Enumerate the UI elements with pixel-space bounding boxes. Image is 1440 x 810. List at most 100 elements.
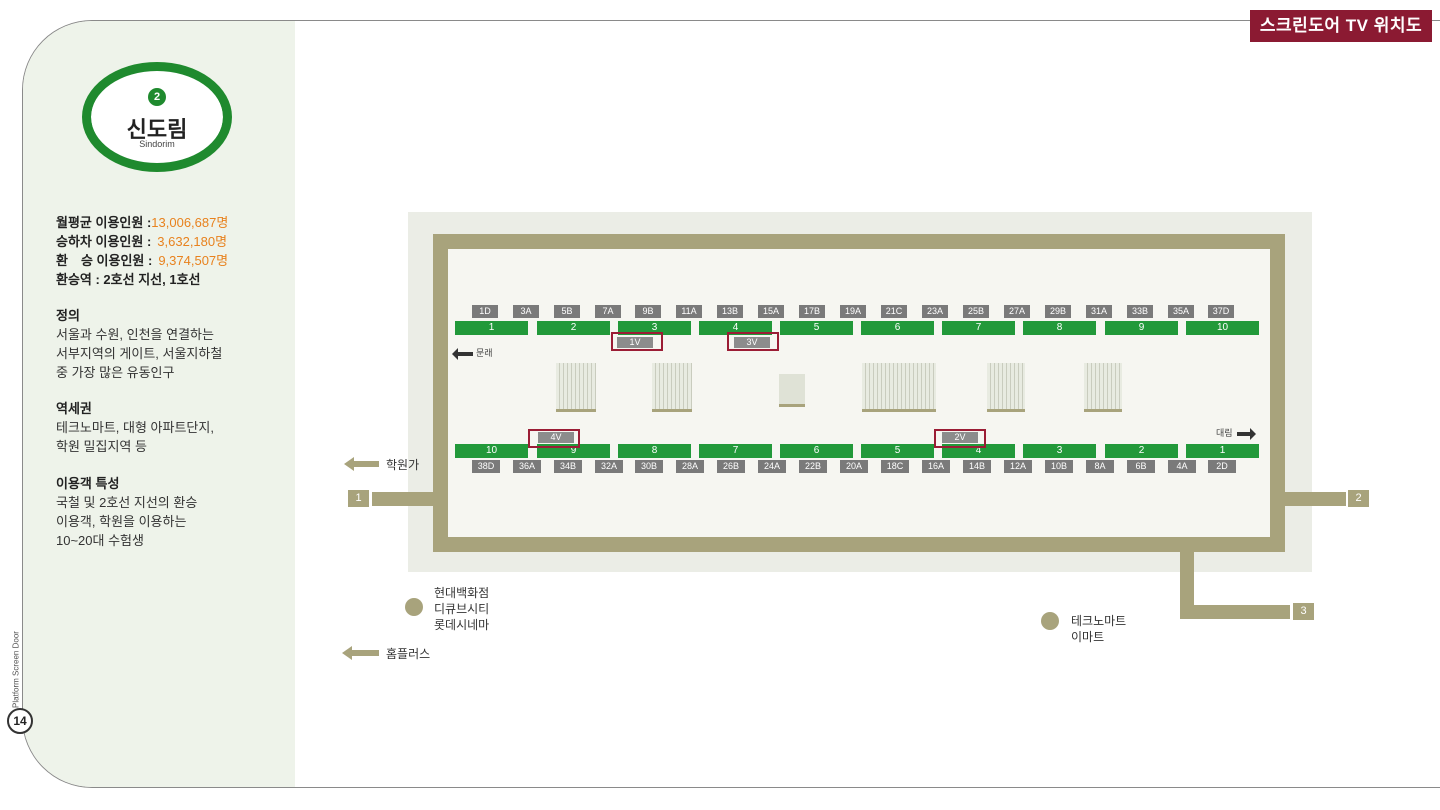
- door-label: 32A: [595, 460, 623, 473]
- corridor-exit-1: [372, 492, 434, 506]
- door-label: 6B: [1127, 460, 1155, 473]
- door-label: 27A: [1004, 305, 1030, 318]
- direction-right: 대림: [1216, 426, 1256, 440]
- tv-label: 1V: [617, 337, 653, 348]
- tv-label: 2V: [942, 432, 978, 443]
- door-label: 2D: [1208, 460, 1236, 473]
- car-block: 8: [618, 444, 691, 458]
- car-block: 6: [861, 321, 934, 335]
- section-line: 국철 및 2호선 지선의 환승: [56, 495, 198, 510]
- stat-label: 환 승 이용인원 :: [56, 253, 153, 268]
- stat-transfer: 환 승 이용인원 : 9,374,507명: [56, 250, 228, 269]
- stairs-icon: [1084, 363, 1122, 412]
- stat-value: 13,006,687명: [151, 215, 229, 230]
- door-label: 9B: [635, 305, 661, 318]
- door-label: 33B: [1127, 305, 1153, 318]
- vertical-caption: Platform Screen Door: [11, 631, 21, 708]
- door-label: 29B: [1045, 305, 1071, 318]
- line-number-badge: 2: [148, 88, 166, 106]
- corridor-exit-3: [1180, 605, 1290, 619]
- car-block: 1: [1186, 444, 1259, 458]
- door-label: 28A: [676, 460, 704, 473]
- landmark-homeplus: 홈플러스: [386, 647, 431, 661]
- section-heading: 정의: [56, 308, 80, 323]
- door-label: 19A: [840, 305, 866, 318]
- direction-left-label: 문래: [476, 348, 493, 358]
- door-label: 31A: [1086, 305, 1112, 318]
- stat-value: 9,374,507명: [158, 253, 229, 268]
- station-name-en: Sindorim: [139, 139, 175, 149]
- wall-bottom: [433, 537, 1285, 552]
- door-label: 38D: [472, 460, 500, 473]
- arrow-left-icon: [452, 347, 473, 360]
- stairs-icon: [862, 363, 936, 412]
- door-label: 24A: [758, 460, 786, 473]
- car-block: 8: [1023, 321, 1096, 335]
- door-label: 21C: [881, 305, 907, 318]
- door-label: 11A: [676, 305, 702, 318]
- door-label: 15A: [758, 305, 784, 318]
- stat-label: 승하차 이용인원 :: [56, 234, 152, 249]
- door-label: 18C: [881, 460, 909, 473]
- door-label: 20A: [840, 460, 868, 473]
- section-line: 10~20대 수험생: [56, 533, 144, 548]
- stairs-icon: [652, 363, 692, 412]
- car-block: 5: [780, 321, 853, 335]
- exit-3-box: 3: [1293, 603, 1314, 620]
- wall-left: [433, 234, 448, 552]
- landmark-line: 테크노마트: [1071, 614, 1127, 628]
- door-label: 4A: [1168, 460, 1196, 473]
- door-label: 25B: [963, 305, 989, 318]
- door-label: 22B: [799, 460, 827, 473]
- car-block: 4: [699, 321, 772, 335]
- direction-left: 문래: [452, 346, 493, 360]
- station-name-ko: 신도림: [126, 117, 188, 142]
- door-label: 34B: [554, 460, 582, 473]
- door-label: 13B: [717, 305, 743, 318]
- door-label: 14B: [963, 460, 991, 473]
- section-line: 서울과 수원, 인천을 연결하는: [56, 327, 214, 342]
- tv-highlight-box: [934, 429, 986, 448]
- car-block: 10: [1186, 321, 1259, 335]
- door-label: 8A: [1086, 460, 1114, 473]
- car-block: 6: [780, 444, 853, 458]
- landmark-line: 롯데시네마: [434, 618, 490, 632]
- elevator-icon: [779, 374, 805, 407]
- arrow-left-bar: [351, 650, 379, 656]
- arrow-left-icon: [342, 646, 352, 660]
- stat-value: 3,632,180명: [157, 234, 228, 249]
- page-number: 14: [7, 708, 33, 734]
- exit-2-box: 2: [1348, 490, 1369, 507]
- car-block: 5: [861, 444, 934, 458]
- tv-label: 3V: [734, 337, 770, 348]
- tv-label: 4V: [538, 432, 574, 443]
- tv-highlight-box: [611, 332, 663, 351]
- landmark-marker: [405, 598, 423, 616]
- corridor-exit-2: [1284, 492, 1346, 506]
- door-label: 36A: [513, 460, 541, 473]
- car-block: 1: [455, 321, 528, 335]
- corridor-exit-3-vertical: [1180, 550, 1194, 606]
- title-badge: 스크린도어 TV 위치도: [1250, 10, 1432, 42]
- door-label: 10B: [1045, 460, 1073, 473]
- car-block: 9: [1105, 321, 1178, 335]
- section-line: 학원 밀집지역 등: [56, 439, 147, 454]
- door-label: 12A: [1004, 460, 1032, 473]
- tv-highlight-box: [727, 332, 779, 351]
- tv-highlight-box: [528, 429, 580, 448]
- section-line: 서부지역의 게이트, 서울지하철: [56, 346, 223, 361]
- stat-monthly: 월평균 이용인원 :13,006,687명: [56, 212, 228, 231]
- door-label: 26B: [717, 460, 745, 473]
- wall-top: [433, 234, 1285, 249]
- landmark-line: 이마트: [1071, 630, 1105, 644]
- landmark-line: 디큐브시티: [434, 602, 490, 616]
- wall-right: [1270, 234, 1285, 552]
- landmark-line: 현대백화점: [434, 586, 490, 600]
- car-block: 7: [699, 444, 772, 458]
- section-line: 중 가장 많은 유동인구: [56, 365, 175, 380]
- car-block: 3: [1023, 444, 1096, 458]
- landmark-hakwon: 학원가: [386, 458, 420, 472]
- section-heading: 역세권: [56, 401, 92, 416]
- exit-1-box: 1: [348, 490, 369, 507]
- arrow-left-bar: [353, 461, 379, 467]
